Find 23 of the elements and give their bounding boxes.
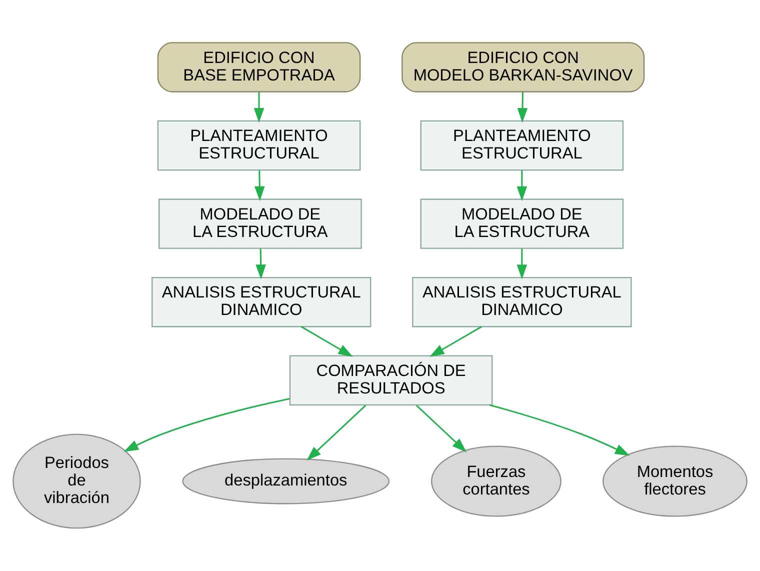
node-box: PLANTEAMIENTO ESTRUCTURAL [420, 120, 624, 171]
node-box: PLANTEAMIENTO ESTRUCTURAL [157, 120, 361, 171]
arrow [516, 248, 528, 280]
node-box: EDIFICIO CON BASE EMPOTRADA [157, 42, 361, 92]
arrow [516, 170, 528, 202]
arrow [254, 170, 265, 202]
arrow [306, 404, 366, 461]
node-box: MODELADO DE LA ESTRUCTURA [420, 198, 624, 249]
arrow [124, 398, 290, 452]
node-box: MODELADO DE LA ESTRUCTURA [158, 198, 362, 249]
node-ellipse: desplazamientos [182, 458, 390, 504]
node-box: COMPARACIÓN DE RESULTADOS [289, 355, 493, 406]
arrow [300, 326, 353, 357]
arrow [256, 248, 266, 280]
arrow [430, 326, 482, 357]
arrow [517, 92, 528, 123]
arrow [416, 404, 467, 452]
node-box: EDIFICIO CON MODELO BARKAN-SAVINOV [402, 42, 645, 92]
node-box: ANALISIS ESTRUCTURAL DINAMICO [412, 276, 632, 328]
arrow [254, 92, 264, 123]
arrow [489, 404, 630, 456]
node-ellipse: Fuerzas cortantes [431, 446, 562, 517]
node-box: ANALISIS ESTRUCTURAL DINAMICO [152, 276, 372, 328]
